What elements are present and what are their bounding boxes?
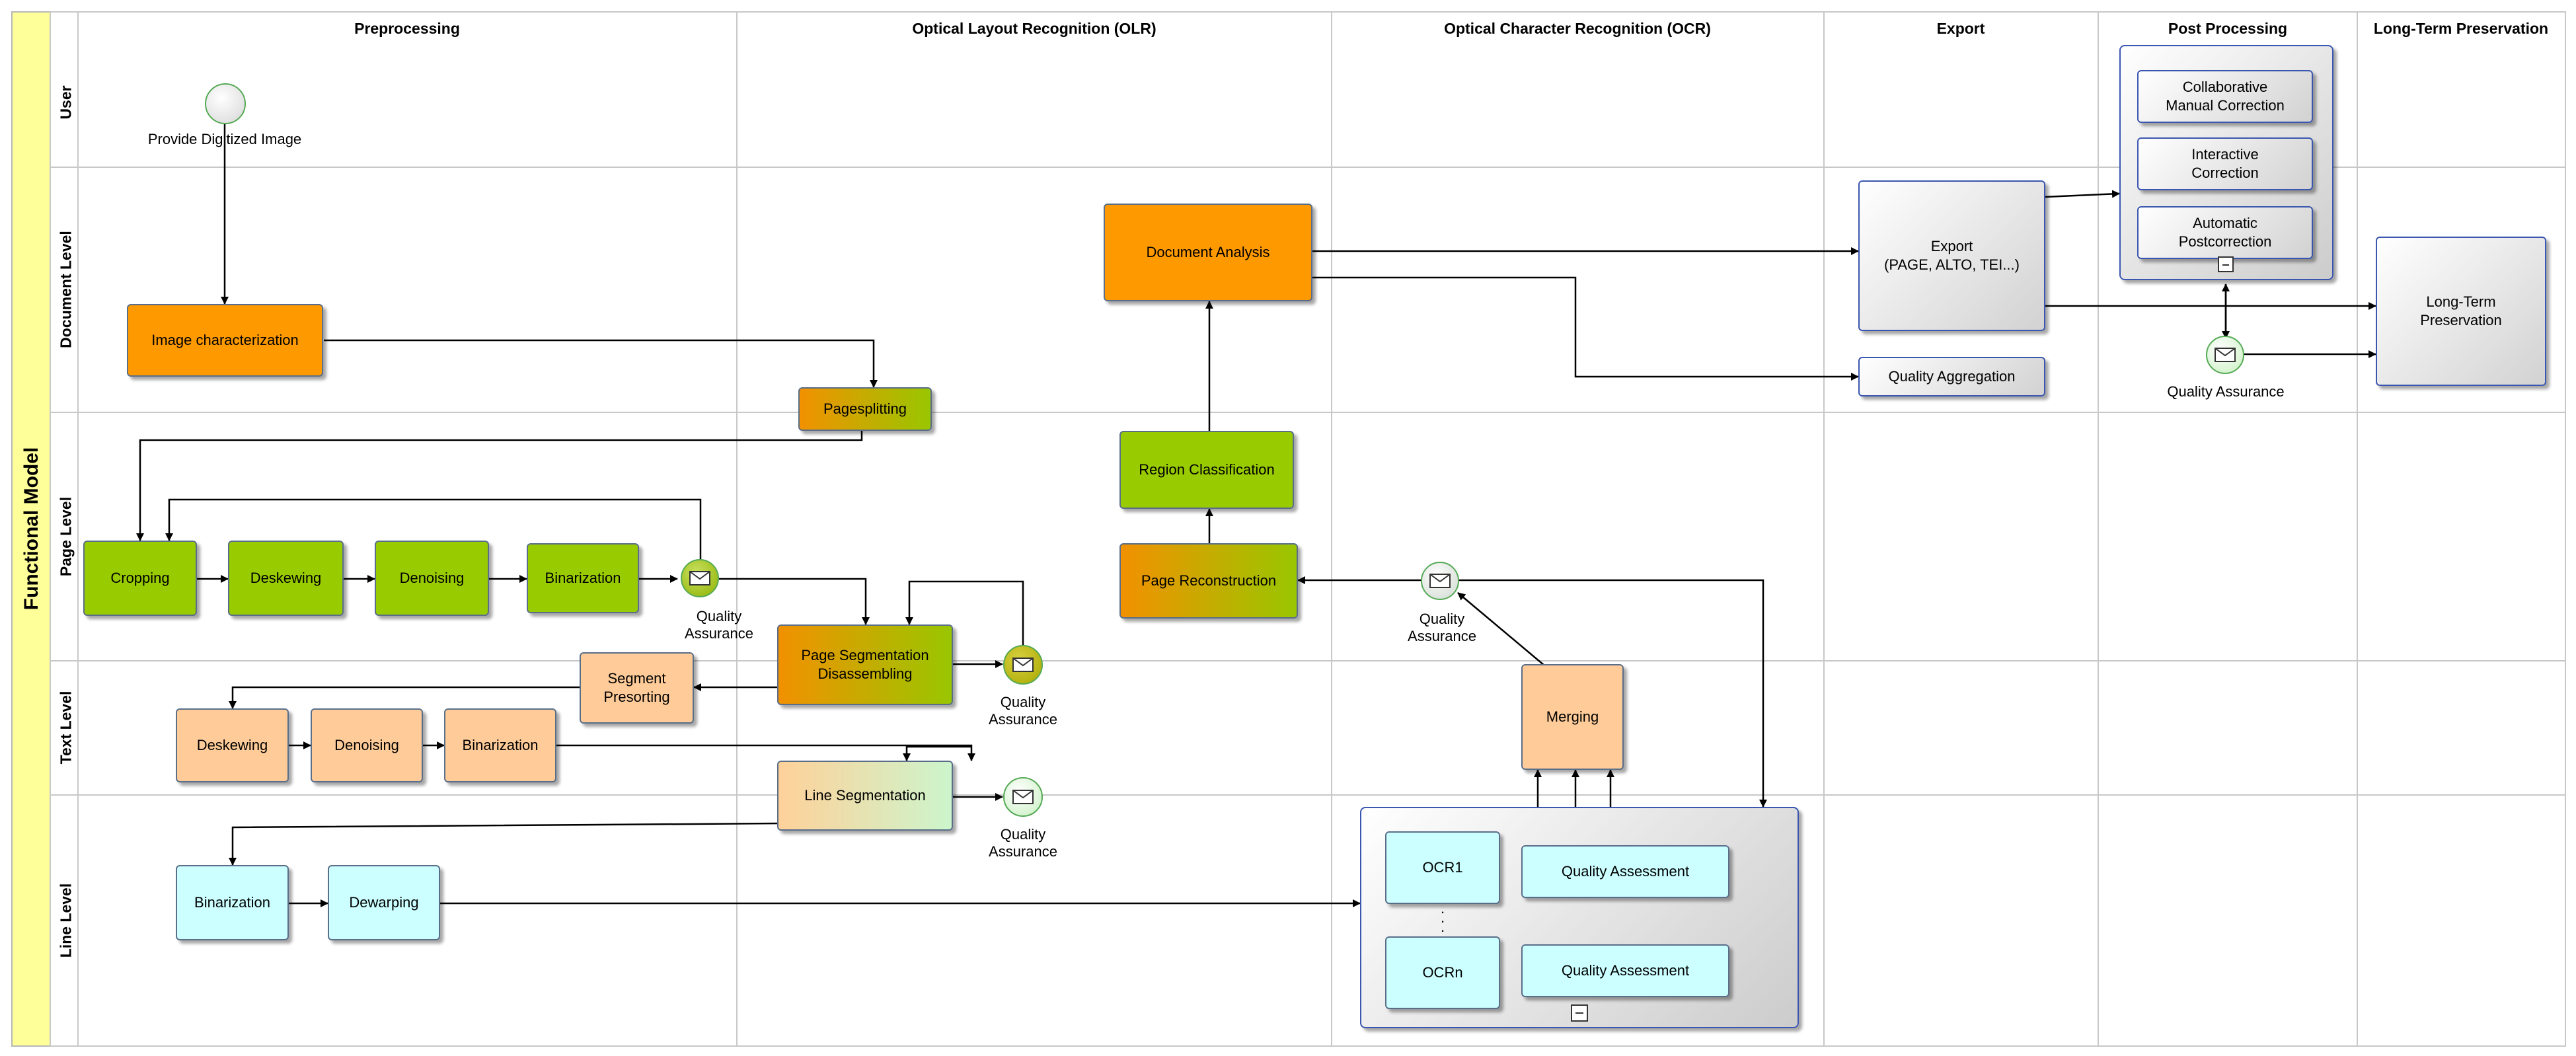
- flow-export-to-postprocessing: [2045, 190, 2120, 198]
- lane-label-text: Text Level: [57, 691, 75, 765]
- task-ocr1[interactable]: OCR1: [1385, 831, 1500, 904]
- flow-qa1-to-page-segmentation: [717, 578, 870, 625]
- qa-label-line-segmentation: Quality Assurance: [989, 826, 1057, 860]
- qa-label-page-segmentation: Quality Assurance: [989, 694, 1057, 728]
- envelope-icon: [1012, 658, 1034, 672]
- task-quality-assessment-1[interactable]: Quality Assessment: [1521, 845, 1729, 898]
- column-label-olr: Optical Layout Recognition (OLR): [912, 20, 1156, 37]
- qa-event-page-preprocessing[interactable]: [681, 559, 719, 597]
- qa-label-page-preprocessing: Quality Assurance: [685, 608, 753, 642]
- lane-label-document: Document Level: [57, 231, 75, 348]
- task-quality-aggregation[interactable]: Quality Aggregation: [1858, 357, 2045, 396]
- task-interactive-correction[interactable]: Interactive Correction: [2137, 137, 2313, 190]
- task-binarization-line[interactable]: Binarization: [176, 865, 289, 940]
- task-automatic-postcorrection[interactable]: Automatic Postcorrection: [2137, 206, 2313, 259]
- flow-qa1-loop-to-cropping: [165, 498, 702, 563]
- column-label-ocr: Optical Character Recognition (OCR): [1444, 20, 1711, 37]
- flow-binarization-text-to-ocr: [903, 745, 971, 761]
- lane-label-page: Page Level: [57, 496, 75, 577]
- task-region-classification[interactable]: Region Classification: [1119, 431, 1294, 509]
- task-image-characterization[interactable]: Image characterization: [127, 304, 323, 377]
- flow-pagesplitting-to-cropping: [136, 431, 863, 541]
- task-binarization-page[interactable]: Binarization: [527, 543, 639, 613]
- column-label-preprocessing: Preprocessing: [354, 20, 460, 37]
- task-cropping[interactable]: Cropping: [83, 541, 197, 616]
- qa-event-ocr[interactable]: [1421, 562, 1459, 600]
- start-event-label: Provide Digitized Image: [147, 131, 302, 147]
- column-label-post-processing: Post Processing: [2168, 20, 2288, 37]
- task-long-term-preservation[interactable]: Long-Term Preservation: [2376, 237, 2546, 386]
- task-deskewing-page[interactable]: Deskewing: [228, 541, 344, 616]
- column-label-long-term: Long-Term Preservation: [2373, 20, 2549, 37]
- post-processing-collapse-marker[interactable]: [2218, 256, 2234, 272]
- flow-line-segmentation-to-binarization-line: [229, 822, 780, 866]
- flow-binarization-to-line-segmentation: [556, 744, 975, 761]
- task-quality-assessment-n[interactable]: Quality Assessment: [1521, 944, 1729, 997]
- task-export[interactable]: Export (PAGE, ALTO, TEI...): [1858, 180, 2045, 331]
- column-label-export: Export: [1936, 20, 1985, 37]
- start-event[interactable]: [205, 83, 246, 124]
- task-pagesplitting[interactable]: Pagesplitting: [798, 387, 932, 431]
- task-document-analysis[interactable]: Document Analysis: [1104, 204, 1312, 301]
- pool-title: Functional Model: [20, 447, 42, 611]
- ocr-collapse-marker[interactable]: [1571, 1004, 1588, 1022]
- pool-header: [11, 11, 51, 1047]
- qa-label-post-processing: Quality Assurance: [2167, 383, 2285, 400]
- task-page-reconstruction[interactable]: Page Reconstruction: [1119, 543, 1298, 619]
- task-page-segmentation[interactable]: Page Segmentation Disassembling: [777, 624, 953, 705]
- qa-label-ocr: Quality Assurance: [1408, 611, 1476, 644]
- column-separators: [736, 12, 2358, 1046]
- sequence-flows: [136, 124, 2376, 977]
- task-merging[interactable]: Merging: [1521, 664, 1624, 770]
- flow-presorting-to-deskewing: [229, 686, 580, 709]
- envelope-icon: [689, 571, 710, 585]
- task-denoising-text[interactable]: Denoising: [311, 708, 423, 782]
- flow-qa2-loop-to-page-segmentation: [905, 580, 1024, 648]
- qa-event-post-processing[interactable]: [2206, 336, 2244, 374]
- envelope-icon: [1429, 574, 1451, 588]
- lane-label-line: Line Level: [57, 883, 75, 958]
- task-segment-presorting[interactable]: Segment Presorting: [580, 652, 694, 724]
- qa-event-page-segmentation[interactable]: [1003, 645, 1043, 685]
- task-deskewing-text[interactable]: Deskewing: [176, 708, 289, 782]
- envelope-icon: [2215, 348, 2236, 362]
- task-ocrn[interactable]: OCRn: [1385, 936, 1500, 1009]
- task-denoising-page[interactable]: Denoising: [375, 541, 489, 616]
- flow-merging-to-qa4: [1457, 592, 1545, 666]
- lane-label-user: User: [57, 85, 75, 120]
- flow-qa4-to-ocr-group: [1458, 579, 1767, 808]
- flow-image-char-to-pagesplitting: [324, 339, 878, 388]
- qa-event-line-segmentation[interactable]: [1003, 777, 1043, 817]
- task-dewarping[interactable]: Dewarping: [328, 865, 440, 940]
- flow-document-analysis-to-quality-aggregation: [1312, 276, 1859, 381]
- task-line-segmentation[interactable]: Line Segmentation: [777, 761, 953, 831]
- task-binarization-text[interactable]: Binarization: [444, 708, 556, 782]
- task-collaborative-correction[interactable]: Collaborative Manual Correction: [2137, 70, 2313, 123]
- envelope-icon: [1012, 790, 1034, 804]
- ocr-ellipsis: . . .: [1440, 900, 1445, 935]
